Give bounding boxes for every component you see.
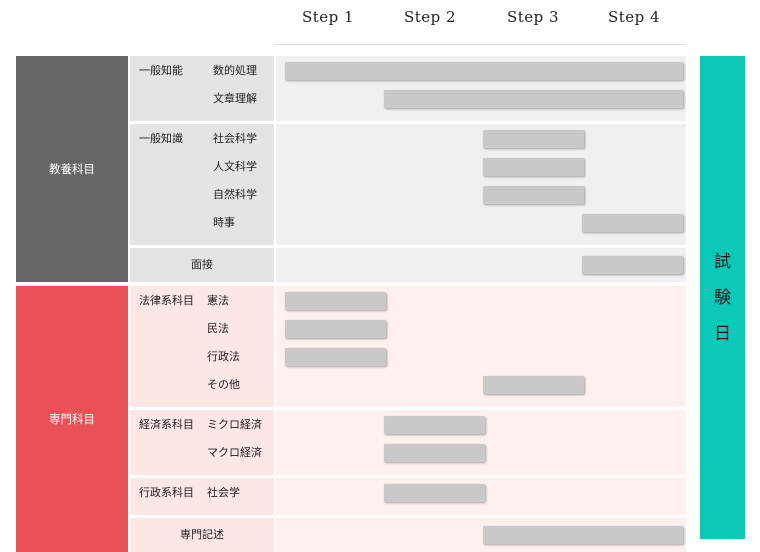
schedule-bar bbox=[384, 416, 485, 434]
step-header-1: Step 1 bbox=[301, 8, 355, 26]
group-label-cell bbox=[130, 410, 274, 475]
schedule-bar bbox=[285, 320, 386, 338]
schedule-bar bbox=[384, 90, 683, 108]
schedule-bar bbox=[483, 130, 584, 148]
subject-label: ミクロ経済 bbox=[207, 418, 262, 431]
subject-label: 憲法 bbox=[207, 294, 229, 307]
schedule-bar bbox=[384, 484, 485, 502]
group-name-label: 経済系科目 bbox=[139, 418, 194, 431]
schedule-bar bbox=[384, 444, 485, 462]
group-name-label: 行政系科目 bbox=[139, 486, 194, 499]
single-subject-label: 面接 bbox=[191, 258, 213, 271]
exam-day-char: 験 bbox=[714, 287, 731, 308]
category-label-general: 教養科目 bbox=[16, 56, 128, 282]
subject-label: 社会科学 bbox=[213, 132, 257, 145]
subject-label: 数的処理 bbox=[213, 64, 257, 77]
single-subject-label: 専門記述 bbox=[180, 528, 224, 541]
subject-label: 人文科学 bbox=[213, 160, 257, 173]
group-label-cell bbox=[130, 478, 274, 515]
group-name-label: 一般知識 bbox=[139, 132, 183, 145]
step-header-4: Step 4 bbox=[607, 8, 661, 26]
schedule-bar bbox=[285, 62, 683, 80]
subject-label: 時事 bbox=[213, 216, 235, 229]
exam-day-column: 試験日 bbox=[700, 56, 745, 539]
group-label-cell bbox=[130, 248, 274, 282]
schedule-bar bbox=[483, 186, 584, 204]
schedule-bar bbox=[483, 526, 683, 544]
schedule-bar bbox=[483, 158, 584, 176]
schedule-bar bbox=[483, 376, 584, 394]
group-name-label: 法律系科目 bbox=[139, 294, 194, 307]
schedule-bar bbox=[285, 348, 386, 366]
group-name-label: 一般知能 bbox=[139, 64, 183, 77]
subject-label: 自然科学 bbox=[213, 188, 257, 201]
subject-label: 民法 bbox=[207, 322, 229, 335]
step-header-3: Step 3 bbox=[506, 8, 560, 26]
category-label-specialized: 専門科目 bbox=[16, 286, 128, 552]
header-divider bbox=[274, 44, 686, 45]
exam-day-char: 日 bbox=[714, 323, 731, 344]
group-label-cell bbox=[130, 518, 274, 552]
schedule-bar bbox=[582, 256, 683, 274]
subject-label: その他 bbox=[207, 378, 240, 391]
subject-label: マクロ経済 bbox=[207, 446, 262, 459]
exam-day-char: 試 bbox=[714, 251, 731, 272]
group-label-cell bbox=[130, 286, 274, 407]
step-header-2: Step 2 bbox=[403, 8, 457, 26]
subject-label: 社会学 bbox=[207, 486, 240, 499]
schedule-bar bbox=[285, 292, 386, 310]
schedule-bar bbox=[582, 214, 683, 232]
subject-label: 文章理解 bbox=[213, 92, 257, 105]
group-label-cell bbox=[130, 56, 274, 121]
subject-label: 行政法 bbox=[207, 350, 240, 363]
group-label-cell bbox=[130, 124, 274, 245]
